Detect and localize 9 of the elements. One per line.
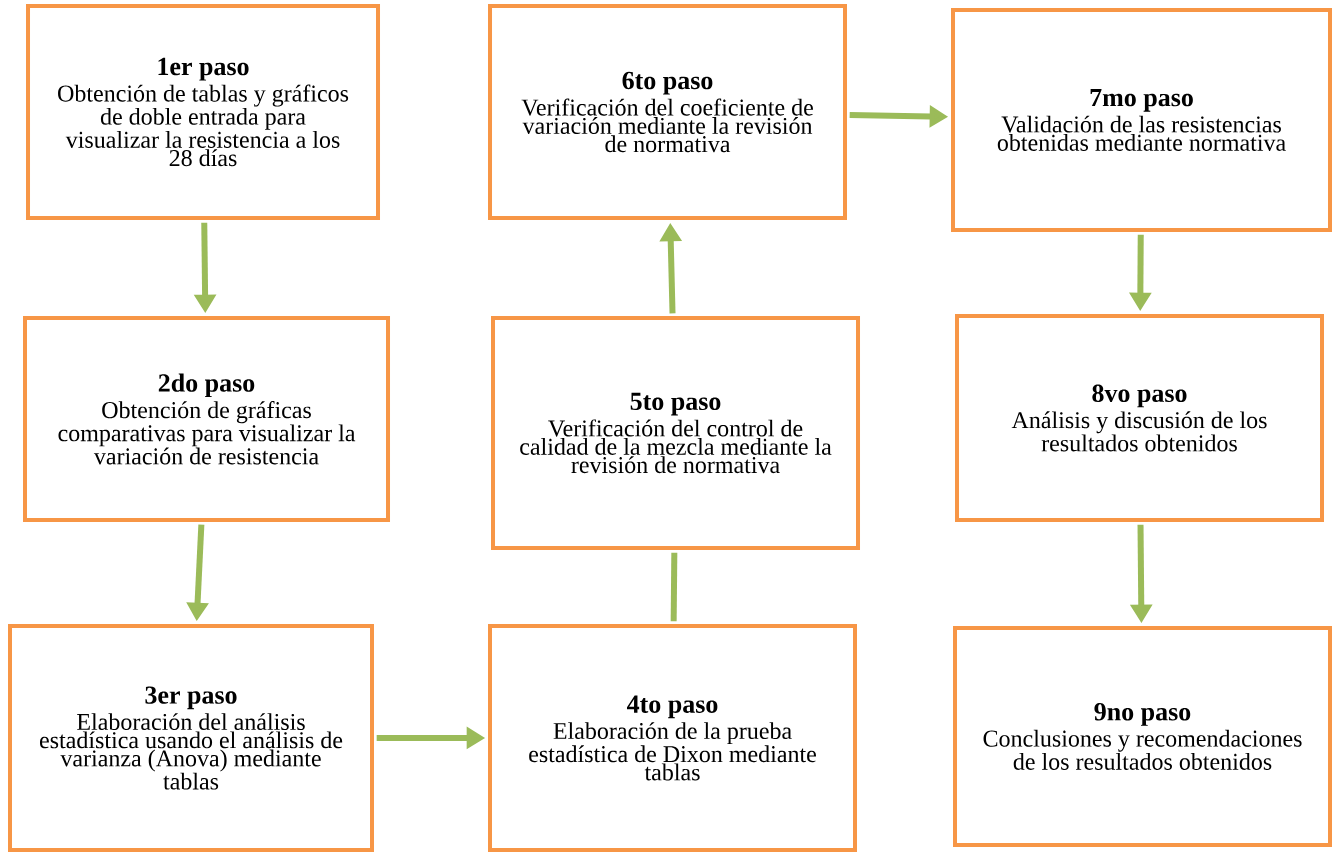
process-box: 4to paso Elaboración de la prueba estadística de Dixon mediante tablas bbox=[488, 624, 857, 852]
process-box: 8vo paso Análisis y discusión de los resultados obtenidos bbox=[955, 314, 1324, 522]
process-box: 9no paso Conclusiones y recomendaciones de los resultados obtenidos bbox=[953, 626, 1332, 847]
process-box: 7mo paso Validación de las resistencias obtenidas mediante normativa bbox=[951, 8, 1332, 232]
process-box: 3er paso Elaboración del análisis estadística usando el análisis de varianza (Anova) mediante tablas bbox=[8, 624, 374, 852]
process-box: 2do paso Obtención de gráficas comparativas para visualizar la variación de resistencia bbox=[23, 316, 390, 522]
process-box: 6to paso Verificación del coeficiente de variación mediante la revisión de normativa bbox=[488, 4, 847, 220]
process-box: 5to paso Verificación del control de calidad de la mezcla mediante la revisión de normativa bbox=[491, 316, 860, 550]
process-box: 1er paso Obtención de tablas y gráficos de doble entrada para visualizar la resistencia a los 28 días bbox=[26, 4, 380, 220]
